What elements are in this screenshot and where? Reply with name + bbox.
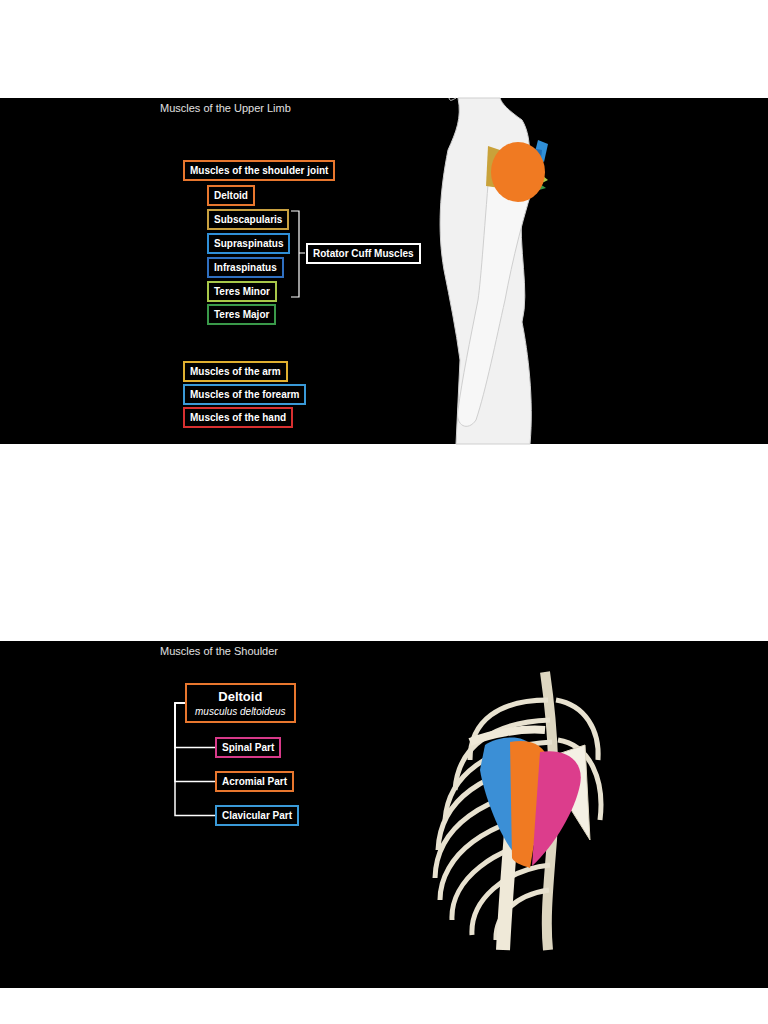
label-box: Supraspinatus <box>207 233 290 254</box>
skeleton-illustration <box>435 672 601 950</box>
group-bracket <box>291 211 305 297</box>
dark-panel <box>0 98 768 444</box>
title-box: Deltoidmusculus deltoideus <box>185 683 296 723</box>
box-label: Muscles of the arm <box>190 365 281 378</box>
box-label: Supraspinatus <box>214 237 283 250</box>
label-box: Infraspinatus <box>207 257 284 278</box>
box-subtitle: musculus deltoideus <box>195 705 286 718</box>
box-label: Clavicular Part <box>222 809 292 822</box>
box-label: Infraspinatus <box>214 261 277 274</box>
box-label: Muscles of the forearm <box>190 388 299 401</box>
label-box: Rotator Cuff Muscles <box>306 243 421 264</box>
label-box: Deltoid <box>207 185 255 206</box>
box-label: Deltoid <box>214 189 248 202</box>
label-box: Clavicular Part <box>215 805 299 826</box>
shoulder-muscles <box>486 140 548 202</box>
box-label: Muscles of the hand <box>190 411 286 424</box>
label-box: Spinal Part <box>215 737 281 758</box>
box-label: Muscles of the shoulder joint <box>190 164 328 177</box>
label-box: Teres Minor <box>207 281 277 302</box>
box-label: Subscapularis <box>214 213 282 226</box>
label-box: Muscles of the forearm <box>183 384 306 405</box>
box-label: Deltoid <box>195 688 286 705</box>
box-label: Acromial Part <box>222 775 287 788</box>
label-box: Muscles of the hand <box>183 407 293 428</box>
deltoid-parts <box>480 738 581 869</box>
box-label: Teres Major <box>214 308 269 321</box>
label-box: Muscles of the arm <box>183 361 288 382</box>
box-label: Rotator Cuff Muscles <box>313 247 414 260</box>
label-box: Subscapularis <box>207 209 289 230</box>
label-box: Acromial Part <box>215 771 294 792</box>
dark-panel <box>0 641 768 988</box>
box-label: Spinal Part <box>222 741 274 754</box>
label-box: Teres Major <box>207 304 276 325</box>
box-label: Teres Minor <box>214 285 270 298</box>
panel-title: Muscles of the Upper Limb <box>160 102 291 114</box>
label-box: Muscles of the shoulder joint <box>183 160 335 181</box>
panel-title: Muscles of the Shoulder <box>160 645 278 657</box>
